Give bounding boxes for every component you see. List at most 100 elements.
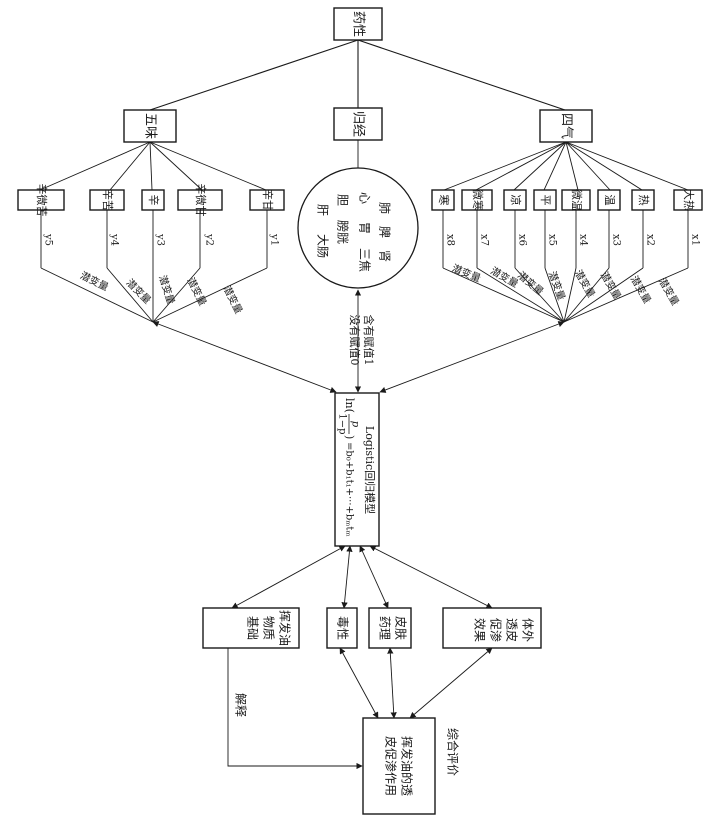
svg-text:膀胱: 膀胱: [336, 220, 351, 244]
final-line-1: 挥发油的透: [400, 736, 415, 796]
wuwei-item-4: 辛苦: [89, 189, 125, 211]
root-node: 药性: [333, 7, 383, 41]
var-x8: x8: [445, 234, 456, 246]
var-y1: y1: [269, 233, 280, 246]
svg-text:促渗: 促渗: [489, 618, 504, 642]
siqi-item-6: 凉: [503, 189, 527, 211]
svg-text:辛: 辛: [147, 195, 161, 206]
var-y3: y3: [155, 233, 166, 246]
var-y2: y2: [204, 233, 215, 246]
assign-line-2: 没有赋值0: [348, 315, 362, 366]
svg-text:辛苦: 辛苦: [101, 189, 115, 211]
var-x2: x2: [645, 234, 656, 246]
svg-text:脾: 脾: [378, 226, 393, 238]
group-siqi: 四气: [539, 109, 593, 143]
model-name: Logistic回归模型: [363, 426, 377, 514]
svg-text:药理: 药理: [378, 616, 392, 640]
siqi-item-3: 温: [597, 189, 621, 211]
svg-text:): ): [343, 435, 356, 439]
svg-text:ln(: ln(: [343, 398, 356, 413]
latent-label-w1: 潜变量: [220, 283, 245, 316]
latent-label-s8: 潜变量: [450, 261, 483, 284]
svg-text:微寒: 微寒: [471, 189, 485, 211]
model-formula: ln( p 1−p ) =b₀+b₁t₁+···+bₘtₘ: [337, 398, 361, 537]
latent-label-w3: 潜变量: [156, 273, 178, 306]
wuwei-item-5: 辛微苦: [17, 184, 65, 217]
svg-text:胃: 胃: [358, 222, 372, 234]
latent-label-s6: 潜变量: [515, 269, 546, 298]
edge-root-siqi: [357, 39, 566, 111]
svg-text:p: p: [350, 421, 361, 428]
output-pharmacology: 皮肤 药理: [368, 607, 412, 649]
svg-text:肺: 肺: [378, 202, 392, 214]
svg-text:胆: 胆: [336, 194, 350, 206]
svg-text:毒性: 毒性: [336, 616, 350, 640]
siqi-item-5: 平: [533, 189, 557, 211]
svg-text:=b₀+b₁t₁+···+bₘtₘ: =b₀+b₁t₁+···+bₘtₘ: [344, 442, 355, 537]
var-x3: x3: [611, 234, 622, 246]
svg-text:辛微苦: 辛微苦: [35, 184, 49, 217]
svg-text:寒: 寒: [437, 195, 451, 206]
var-x5: x5: [547, 234, 558, 246]
meridian-circle: 肺 脾 肾 心 胃 三焦 胆 膀胱 肝 大肠: [297, 167, 419, 289]
var-y4: y4: [109, 233, 120, 246]
svg-text:皮肤: 皮肤: [394, 616, 409, 640]
group-guijing-label: 归经: [351, 111, 366, 137]
latent-label-w4: 潜变量: [124, 276, 154, 306]
siqi-item-7: 微寒: [461, 189, 493, 211]
var-x7: x7: [479, 234, 490, 246]
siqi-model-arrow: [379, 321, 565, 393]
wuwei-connectors: [40, 210, 268, 323]
siqi-item-4: 微温: [561, 189, 591, 211]
output-effect: 体外 透皮 促渗 效果: [442, 607, 542, 649]
wuwei-item-2: 辛微甘: [177, 184, 223, 217]
svg-text:物质: 物质: [262, 616, 276, 640]
siqi-item-8: 寒: [431, 189, 455, 211]
explain-label: 解释: [234, 693, 248, 717]
svg-text:大热: 大热: [682, 189, 696, 211]
arrow-model-base: [231, 545, 346, 609]
svg-text:三焦: 三焦: [358, 248, 372, 272]
arrow-effect-final: [409, 647, 493, 719]
group-wuwei: 五味: [123, 109, 177, 143]
arrow-tox-final: [339, 647, 379, 719]
group-siqi-label: 四气: [559, 113, 575, 139]
latent-label-s1: 潜变量: [656, 275, 682, 307]
meridian-col-1: 肺 脾 肾: [378, 202, 393, 262]
arrow-model-tox: [341, 545, 353, 609]
latent-label-s4: 潜变量: [572, 267, 598, 299]
arrow-pharm-final: [387, 647, 397, 719]
svg-text:体外: 体外: [521, 618, 535, 642]
var-x6: x6: [517, 234, 528, 246]
svg-text:透皮: 透皮: [505, 618, 519, 642]
var-x1: x1: [690, 234, 701, 246]
svg-text:肝: 肝: [316, 204, 330, 216]
edge-root-wuwei: [149, 39, 359, 111]
svg-text:辛甘: 辛甘: [261, 189, 275, 211]
wuwei-item-1: 辛甘: [249, 189, 285, 211]
svg-text:平: 平: [539, 195, 552, 206]
latent-label-s3: 潜变量: [598, 269, 624, 301]
svg-text:温: 温: [603, 195, 616, 206]
arrow-base-final: [227, 648, 363, 770]
output-toxicity: 毒性: [326, 607, 358, 649]
svg-text:效果: 效果: [473, 618, 488, 642]
svg-text:心: 心: [358, 192, 372, 204]
meridian-col-2: 心 胃 三焦: [358, 192, 372, 272]
assign-line-1: 含有赋值1: [362, 315, 376, 366]
siqi-item-2: 热: [631, 189, 655, 211]
group-wuwei-label: 五味: [143, 113, 158, 139]
svg-text:基础: 基础: [246, 616, 260, 640]
group-guijing: 归经: [333, 107, 383, 141]
svg-text:1−p: 1−p: [337, 413, 348, 434]
meridian-col-4: 肝 大肠: [316, 204, 330, 258]
logistic-model-box: Logistic回归模型 ln( p 1−p ) =b₀+b₁t₁+···+bₘ…: [334, 392, 380, 547]
final-line-2: 皮促渗作用: [384, 736, 399, 796]
latent-label-s2: 潜变量: [628, 273, 654, 305]
svg-text:挥发油: 挥发油: [278, 610, 293, 646]
wuwei-model-arrow: [152, 321, 337, 393]
latent-label-w5: 潜变量: [78, 269, 111, 294]
svg-text:热: 热: [637, 195, 650, 206]
meridian-col-3: 胆 膀胱: [336, 194, 351, 244]
